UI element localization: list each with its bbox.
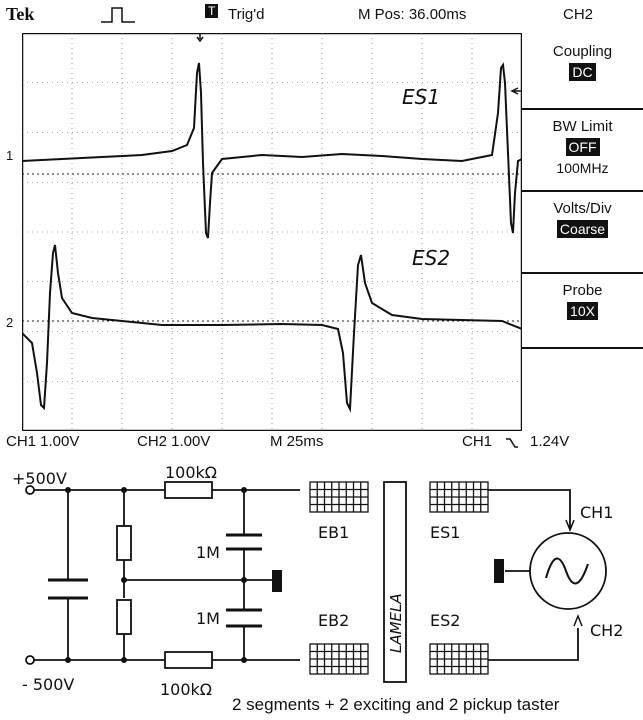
coil-group (309, 481, 489, 675)
menu-coupling[interactable]: Coupling DC (522, 33, 643, 110)
ground-symbol (272, 570, 282, 592)
menu-probe-label: Probe (562, 282, 603, 299)
eb2-label: EB2 (318, 611, 349, 630)
pulse-icon (101, 7, 135, 23)
coil-es1 (429, 481, 489, 513)
resistor-top (164, 481, 213, 499)
menu-volts-value: Coarse (556, 220, 609, 238)
m-pos: M Pos: 36.00ms (358, 6, 467, 23)
menu-bw-value: OFF (565, 138, 600, 156)
trigger-icon: T (205, 4, 219, 18)
scope-grid (22, 33, 522, 431)
coil-eb1 (309, 481, 369, 513)
resistor-top-label: 100kΩ (165, 463, 217, 482)
menu-bw-extra: 100MHz (556, 160, 609, 176)
oscilloscope-symbol (529, 532, 607, 610)
trigger-state: Trig'd (228, 6, 265, 23)
menu-probe[interactable]: Probe 10X (522, 272, 643, 349)
trace1-label: ES1 (402, 85, 440, 109)
ch1-marker: 1 (6, 148, 14, 163)
menu-bw-label: BW Limit (552, 118, 613, 135)
falling-edge-icon (506, 438, 518, 448)
status-trigger: CH1 (462, 433, 493, 450)
lamela-label: LAMELA (387, 593, 405, 653)
ch2-marker: 2 (6, 315, 14, 330)
menu-coupling-label: Coupling (552, 43, 613, 60)
wire-es1 (488, 489, 571, 528)
terminal-minus (25, 655, 35, 665)
status-trigger-level: 1.24V (530, 433, 570, 450)
lamela-plate (383, 481, 407, 683)
ch2-label: CH2 (590, 621, 623, 640)
es2-label: ES2 (430, 611, 460, 630)
oscilloscope-screenshot: Tek T Trig'd M Pos: 36.00ms CH2 ES1 ES2 … (0, 0, 643, 450)
side-menu: Coupling DC BW Limit OFF 100MHz Volts/Di… (522, 33, 643, 431)
trace-ch2 (22, 244, 522, 413)
trigger-position-marker (196, 33, 204, 43)
plus-supply-label: +500V (12, 469, 67, 488)
status-time: M 25ms (270, 433, 324, 450)
coil-es2 (429, 643, 489, 675)
menu-volts-label: Volts/Div (553, 200, 612, 217)
channel-label: CH2 (563, 6, 594, 23)
trace2-label: ES2 (412, 246, 450, 270)
caption: 2 segments + 2 exciting and 2 pickup tas… (232, 695, 560, 714)
status-ch2: CH2 1.00V (137, 433, 211, 450)
status-ch1: CH1 1.00V (6, 433, 80, 450)
trigger-level-marker (510, 87, 522, 95)
res-1m-bottom-label: 1M (196, 609, 220, 628)
trace-ch1 (22, 62, 522, 239)
res-1m-top-label: 1M (196, 543, 220, 562)
resistor-divider-bottom (116, 599, 132, 635)
minus-supply-label: - 500V (22, 675, 74, 694)
scope-header: Tek T Trig'd M Pos: 36.00ms CH2 (0, 0, 643, 32)
menu-volts-div[interactable]: Volts/Div Coarse (522, 190, 643, 274)
ch1-label: CH1 (580, 503, 613, 522)
circuit-diagram: LAMELA +500V - 500V 100kΩ 100kΩ 1M 1M EB… (12, 463, 623, 699)
probe-arrows (565, 519, 583, 627)
resistor-divider-top (116, 525, 132, 561)
scope-screen: ES1 ES2 (22, 33, 522, 431)
sine-wave-icon (545, 557, 589, 585)
wire-es2 (488, 628, 579, 661)
resistor-bottom-label: 100kΩ (160, 680, 212, 699)
brand-logo: Tek (6, 4, 35, 24)
menu-probe-value: 10X (567, 302, 598, 320)
eb1-label: EB1 (318, 523, 349, 542)
menu-coupling-value: DC (569, 63, 596, 81)
resistor-bottom (164, 651, 213, 669)
coil-eb2 (309, 643, 369, 675)
scope-ground-symbol (494, 559, 504, 583)
menu-bw-limit[interactable]: BW Limit OFF 100MHz (522, 108, 643, 192)
es1-label: ES1 (430, 523, 460, 542)
